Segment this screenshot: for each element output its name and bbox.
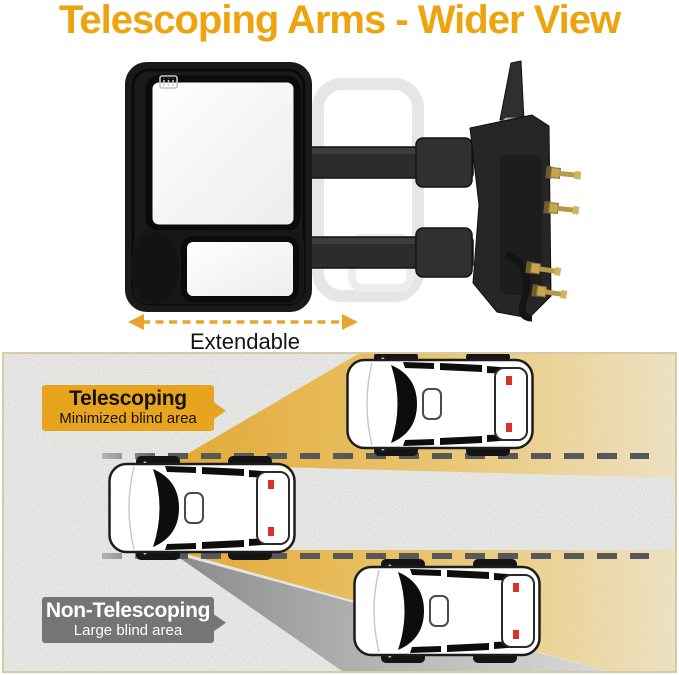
extendable-arrow [128, 314, 358, 330]
spotter-mirror-glass [181, 236, 299, 302]
main-mirror-glass [145, 75, 301, 232]
telescoping-badge: Telescoping Minimized blind area [42, 385, 214, 431]
heated-mirror-defrost-icon [159, 75, 178, 89]
page-title: Telescoping Arms - Wider View [58, 0, 621, 42]
mirror-photo [125, 60, 582, 330]
lane-dashed-lines [102, 453, 649, 559]
non-telescoping-badge: Non-Telescoping Large blind area [42, 597, 214, 643]
mounting-bracket [469, 60, 582, 322]
telescoping-badge-subtitle: Minimized blind area [59, 410, 197, 427]
mirror-head [125, 62, 312, 312]
non-telescoping-badge-title: Non-Telescoping [45, 599, 211, 622]
wire-harness [504, 251, 533, 322]
ego-vehicle [108, 454, 296, 562]
vehicle-bottom [353, 557, 541, 665]
telescoping-badge-title: Telescoping [69, 387, 187, 410]
vehicle-top [346, 354, 534, 458]
non-telescoping-badge-subtitle: Large blind area [73, 622, 183, 639]
telescoping-arms [297, 137, 474, 278]
extendable-label: Extendable [189, 329, 301, 354]
blind-area-diagram: Telescoping Minimized blind area Non-Tel… [2, 352, 677, 673]
